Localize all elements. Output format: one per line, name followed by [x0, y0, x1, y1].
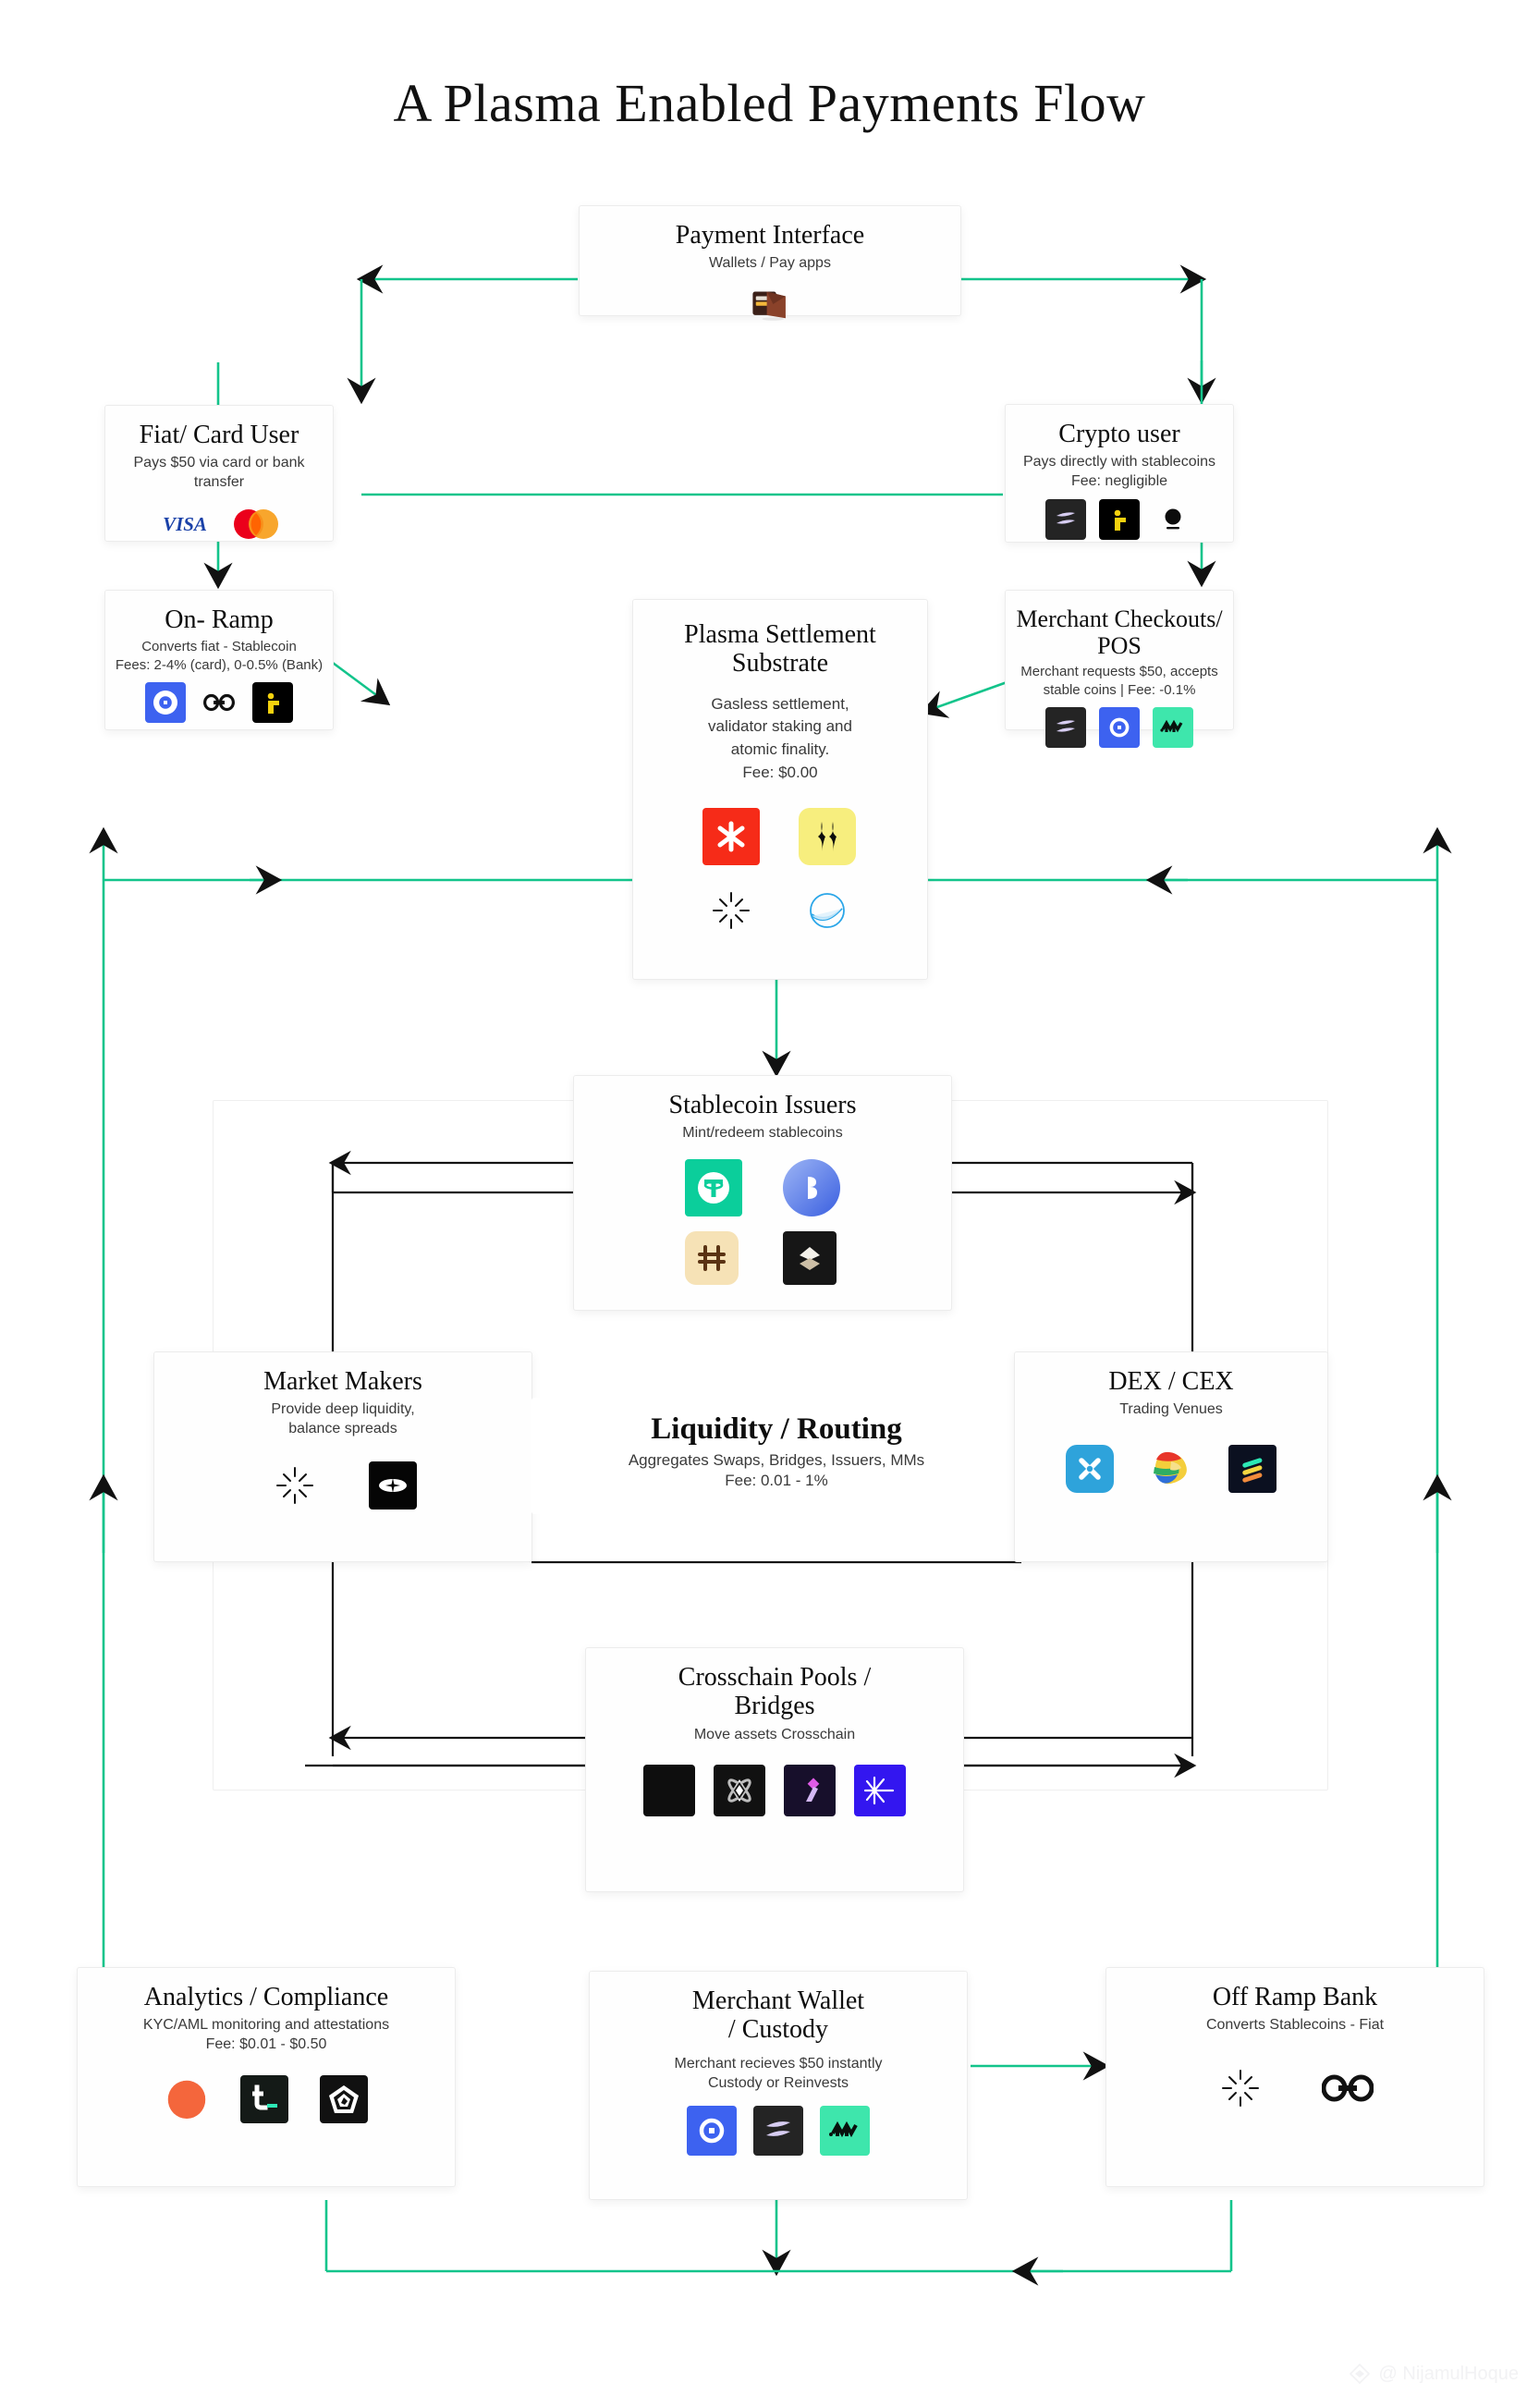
phantom-logo [1099, 498, 1140, 540]
logo-row [1024, 1445, 1318, 1494]
redstar-logo [702, 808, 760, 866]
node-title: Liquidity / Routing [651, 1412, 902, 1446]
node-subtitle: Aggregates Swaps, Bridges, Issuers, MMs … [628, 1450, 925, 1490]
chainlink-logo [199, 682, 239, 723]
diamond-icon [1349, 2363, 1370, 2385]
node-merchant-wallet[interactable]: Merchant Wallet / Custody Merchant recie… [589, 1971, 968, 2200]
logo-row [595, 1764, 954, 1816]
pentagon-logo [320, 2074, 368, 2123]
phantom-logo [252, 681, 293, 723]
node-title: Fiat/ Card User [139, 421, 299, 449]
logo-row [1116, 2062, 1474, 2114]
plasma-logo [1045, 498, 1086, 540]
node-plasma-settlement[interactable]: Plasma Settlement Substrate Gasless sett… [632, 599, 928, 980]
node-subtitle: Provide deep liquidity, balance spreads [271, 1401, 415, 1437]
node-liquidity-routing[interactable]: Liquidity / Routing Aggregates Swaps, Br… [531, 1398, 1021, 1514]
node-subtitle: Merchant requests $50, accepts stable co… [1020, 664, 1218, 699]
node-subtitle: Converts Stablecoins - Fiat [1205, 2017, 1385, 2034]
zero-bridge-logo [643, 1764, 695, 1816]
node-title: Plasma Settlement Substrate [684, 620, 876, 678]
coinbase-logo [1099, 706, 1140, 748]
node-title: Merchant Checkouts/ POS [1016, 605, 1223, 660]
blackeye-logo [369, 1461, 417, 1510]
watermark-text: @ NijamulHoque [1378, 2363, 1519, 2384]
bluecoin-logo [783, 1159, 840, 1217]
sunburst-logo [269, 1460, 321, 1511]
logo-row [599, 2105, 958, 2156]
stellar-dark-logo [1228, 1445, 1276, 1494]
node-subtitle: Pays directly with stablecoins Fee: negl… [1022, 454, 1216, 490]
blackdot-logo [1153, 499, 1193, 540]
node-off-ramp-bank[interactable]: Off Ramp Bank Converts Stablecoins - Fia… [1105, 1967, 1484, 2187]
node-subtitle: Gasless settlement, validator staking an… [708, 694, 852, 781]
logo-row: VISA [115, 504, 324, 544]
dark-chevron-logo [783, 1231, 837, 1286]
watermark: @ NijamulHoque [1348, 2362, 1519, 2386]
plasma-logo [1045, 706, 1086, 748]
wavelet-logo [820, 2105, 870, 2156]
terminal-t-logo [240, 2074, 288, 2123]
node-title: Off Ramp Bank [1212, 1983, 1378, 2011]
coinbase-logo [145, 681, 186, 723]
logo-row [589, 284, 951, 324]
node-subtitle: Move assets Crosschain [693, 1726, 856, 1742]
wavelet-logo [1153, 706, 1193, 748]
blue-sphere-logo [799, 882, 856, 939]
node-title: DEX / CEX [1108, 1367, 1234, 1396]
logo-row [1015, 498, 1224, 540]
node-subtitle: Trading Venues [1119, 1401, 1223, 1418]
mastercard-logo [228, 504, 282, 544]
node-title: On- Ramp [165, 605, 274, 634]
logo-row [115, 681, 324, 723]
node-title: Merchant Wallet / Custody [691, 1986, 865, 2045]
node-on-ramp[interactable]: On- Ramp Converts fiat - Stablecoin Fees… [104, 590, 334, 730]
node-dex-cex[interactable]: DEX / CEX Trading Venues [1014, 1351, 1328, 1562]
logo-row [164, 1460, 522, 1511]
node-merchant-checkouts[interactable]: Merchant Checkouts/ POS Merchant request… [1005, 590, 1234, 748]
duocircle-logo [165, 2077, 209, 2121]
node-subtitle: Mint/redeem stablecoins [682, 1125, 843, 1142]
coinbase-logo [687, 2105, 737, 2156]
node-crypto-user[interactable]: Crypto user Pays directly with stablecoi… [1005, 404, 1234, 543]
sunburst-logo [702, 882, 760, 939]
svg-text:VISA: VISA [163, 513, 207, 535]
plasma-logo [753, 2105, 803, 2156]
node-analytics-compliance[interactable]: Analytics / Compliance KYC/AML monitorin… [77, 1967, 456, 2187]
raydium-logo [1147, 1445, 1195, 1493]
zerox-logo [1066, 1445, 1114, 1494]
chainlink-logo [1320, 2070, 1375, 2107]
node-subtitle: KYC/AML monitoring and attestations Fee:… [142, 2017, 390, 2053]
logo-row [87, 2074, 446, 2123]
node-title: Crypto user [1058, 420, 1180, 448]
node-market-makers[interactable]: Market Makers Provide deep liquidity, ba… [153, 1351, 532, 1562]
logo-grid [583, 1159, 942, 1286]
node-crosschain-pools[interactable]: Crosschain Pools / Bridges Move assets C… [585, 1647, 964, 1892]
wallet-icon [750, 284, 790, 324]
node-payment-interface[interactable]: Payment Interface Wallets / Pay apps [579, 205, 961, 322]
diamond-bridge-logo [714, 1764, 765, 1816]
node-stablecoin-issuers[interactable]: Stablecoin Issuers Mint/redeem stablecoi… [573, 1075, 952, 1311]
blue-burst-logo [854, 1764, 906, 1816]
cream-glyph-logo [685, 1231, 739, 1286]
node-title: Stablecoin Issuers [668, 1091, 857, 1119]
node-subtitle: Pays $50 via card or bank transfer [133, 455, 305, 491]
tether-logo [685, 1159, 742, 1217]
node-subtitle: Converts fiat - Stablecoin Fees: 2-4% (c… [115, 639, 324, 674]
yellow-sparkle-logo [799, 808, 856, 866]
logo-grid [642, 808, 918, 939]
node-title: Analytics / Compliance [143, 1983, 389, 2011]
purple-arrow-logo [784, 1764, 836, 1816]
node-subtitle: Wallets / Pay apps [709, 255, 831, 272]
sunburst-logo [1215, 2062, 1266, 2114]
logo-row [1015, 706, 1224, 748]
node-subtitle: Merchant recieves $50 instantly Custody … [674, 2055, 883, 2091]
node-title: Market Makers [263, 1367, 422, 1396]
node-fiat-card-user[interactable]: Fiat/ Card User Pays $50 via card or ban… [104, 405, 334, 542]
node-title: Payment Interface [675, 221, 865, 250]
visa-logo: VISA [156, 504, 214, 544]
node-title: Crosschain Pools / Bridges [678, 1663, 872, 1721]
page-title: A Plasma Enabled Payments Flow [393, 73, 1146, 133]
